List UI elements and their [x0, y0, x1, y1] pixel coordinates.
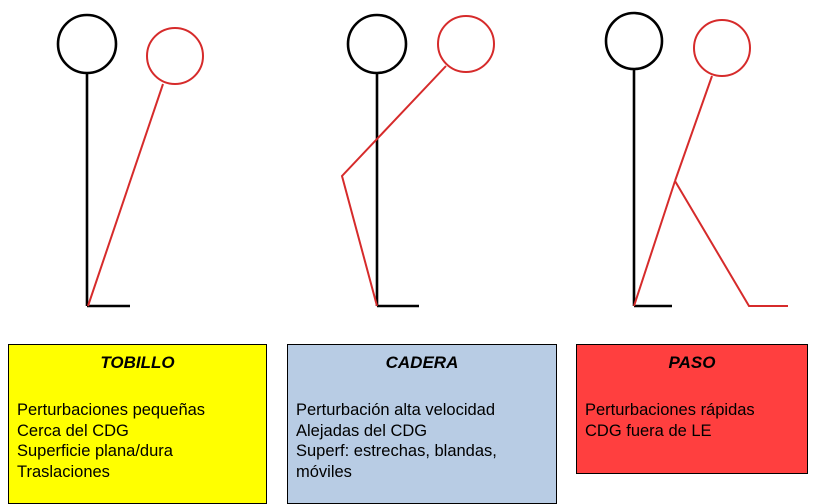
ankle-strategy-line: Superficie plana/dura	[17, 442, 173, 460]
hip-strategy-line: Perturbación alta velocidad	[296, 401, 496, 419]
reference-stick-figure	[346, 13, 419, 308]
step-strategy-box: PASO Perturbaciones rápidas CDG fuera de…	[576, 344, 808, 474]
step-strategy-figure	[604, 11, 788, 308]
reference-stick-figure	[56, 13, 130, 308]
hip-strategy-line: Alejadas del CDG	[296, 421, 428, 440]
ankle-strategy-line: Traslaciones	[17, 462, 110, 481]
step-strategy-title: PASO	[668, 353, 716, 372]
moved-body-line	[674, 75, 713, 182]
balance-strategy-figures	[56, 11, 788, 308]
hip-strategy-line: Superf: estrechas, blandas,	[296, 442, 497, 460]
moved-head	[437, 15, 495, 73]
step-strategy-line: Perturbaciones rápidas	[585, 401, 755, 419]
hip-strategy-title: CADERA	[385, 353, 459, 372]
moved-body-line	[340, 65, 447, 307]
step-strategy-line: CDG fuera de LE	[585, 421, 712, 440]
reference-stick-figure	[604, 11, 672, 308]
ankle-strategy-title: TOBILLO	[100, 353, 175, 372]
moved-front-leg	[674, 180, 788, 307]
reference-head	[56, 13, 118, 75]
moved-stick-figure	[87, 27, 204, 307]
hip-strategy-line: móviles	[296, 462, 352, 481]
hip-strategy-figure	[340, 13, 495, 308]
moved-stick-figure	[340, 15, 495, 307]
hip-strategy-box: CADERA Perturbación alta velocidad Aleja…	[287, 344, 557, 504]
moved-head	[146, 27, 204, 85]
reference-head	[604, 11, 664, 71]
moved-head	[693, 19, 751, 77]
reference-head	[346, 13, 408, 75]
moved-body-line	[87, 83, 164, 307]
ankle-strategy-figure	[56, 13, 204, 308]
ankle-strategy-line: Cerca del CDG	[17, 421, 129, 440]
ankle-strategy-box: TOBILLO Perturbaciones pequeñas Cerca de…	[8, 344, 267, 504]
ankle-strategy-line: Perturbaciones pequeñas	[17, 401, 206, 419]
moved-back-leg	[633, 180, 676, 307]
moved-stick-figure	[633, 19, 788, 307]
